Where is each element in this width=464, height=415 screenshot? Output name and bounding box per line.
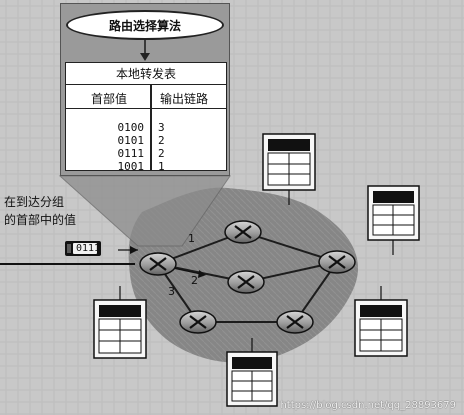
host-box-right-top [367,185,420,241]
host-connectors [119,190,394,352]
table-row-2-link: 2 [158,134,165,147]
link-number-3: 3 [168,285,175,298]
table-row-3-link: 2 [158,147,165,160]
router-bottom-left [179,310,217,334]
router-middle [227,270,265,294]
forwarding-table-header-row: 首部值 输出链路 [66,85,226,109]
output-link-column-header: 输出链路 [160,92,209,106]
table-row-4-link: 1 [158,160,165,173]
table-row-3-prefix: 0111 [117,147,145,160]
link-number-1: 1 [188,232,195,245]
router-right [318,250,356,274]
router-main [139,252,177,276]
table-row-1-link: 3 [158,121,165,134]
table-column-divider [150,85,152,170]
host-box-bottom [226,351,278,407]
forwarding-table-title: 本地转发表 [66,63,226,85]
forwarding-arrow [172,267,206,278]
host-box-right-bottom [354,299,408,357]
packet-label-line-2: 的首部中的值 [4,213,77,227]
router-callout [58,175,231,247]
incoming-link [0,246,138,265]
forwarding-table: 本地转发表 首部值 输出链路 0100 3 0101 2 0111 2 1001… [65,62,227,173]
router-top [224,220,262,244]
table-row-4-prefix: 1001 [117,160,145,173]
table-row-1-prefix: 0100 [117,121,145,134]
packet-label-line-1: 在到达分组 [4,195,65,209]
packet-value-text: 0111 [76,243,101,254]
router-detail-panel: 路由选择算法 本地转发表 首部值 输出链路 0100 3 0101 2 0111… [60,3,230,176]
prefix-column-header: 首部值 [90,92,127,106]
link-number-2: 2 [191,274,198,287]
host-box-top [262,133,316,191]
router-bottom-right [276,310,314,334]
host-box-left [93,299,147,359]
watermark-url: https://blog.csdn.net/qq_28893679 [280,400,456,411]
algorithm-to-table-arrow [140,40,150,61]
table-row-2-prefix: 0101 [117,134,145,147]
packet-icon [65,241,101,256]
routing-algorithm-label: 路由选择算法 [66,10,224,40]
